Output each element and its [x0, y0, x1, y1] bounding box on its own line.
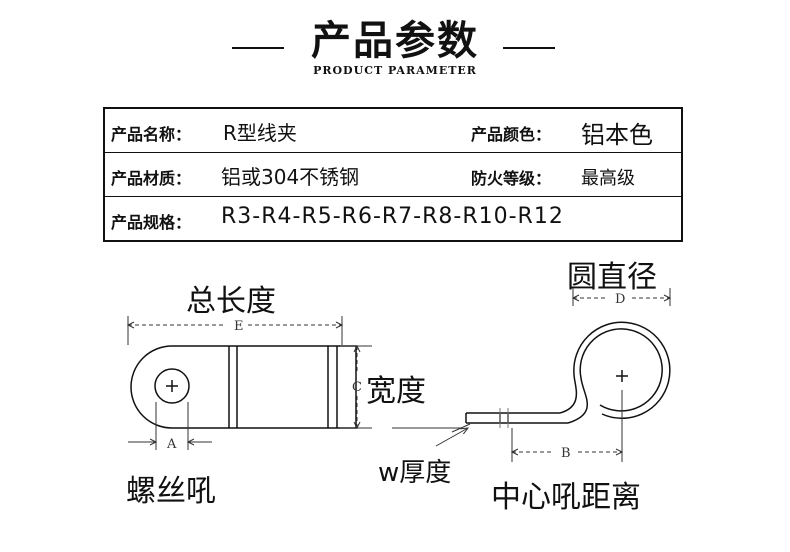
label-thickness: w厚度	[378, 458, 452, 488]
clamp-side-view	[465, 321, 671, 428]
page-subtitle: PRODUCT PARAMETER	[313, 64, 477, 77]
clamp-top-view	[130, 345, 357, 429]
dimension-a	[128, 402, 212, 450]
label-diameter: 圆直径	[567, 260, 657, 295]
letter-b: B	[561, 446, 571, 461]
title-line-right	[503, 47, 555, 49]
page-title: 产品参数	[311, 17, 479, 64]
clamp-diagram: E C A D B	[126, 288, 672, 462]
fire-value: 最高级	[581, 168, 635, 189]
dimension-b	[510, 390, 624, 462]
screw-hole-circle	[154, 368, 190, 404]
letter-c: C	[352, 380, 362, 395]
table-row: 产品材质： 铝或304不锈钢 防火等级： 最高级	[103, 152, 683, 197]
spec-value: R3-R4-R5-R6-R7-R8-R10-R12	[221, 204, 564, 229]
table-row: 产品名称： R型线夹 产品颜色： 铝本色	[103, 107, 683, 153]
label-center-distance: 中心吼距离	[491, 480, 641, 515]
parameter-table: 产品名称： R型线夹 产品颜色： 铝本色 产品材质： 铝或304不锈钢 防火等级…	[103, 107, 683, 242]
color-value: 铝本色	[581, 121, 653, 149]
name-value: R型线夹	[223, 121, 297, 145]
material-label: 产品材质：	[111, 169, 192, 188]
dimension-c	[340, 344, 372, 430]
dimension-w	[392, 423, 471, 447]
letter-d: D	[615, 292, 625, 307]
label-width: 宽度	[366, 374, 426, 409]
dimension-e	[126, 316, 344, 345]
label-total-length: 总长度	[186, 284, 276, 319]
spec-label: 产品规格：	[111, 213, 192, 232]
material-value: 铝或304不锈钢	[221, 165, 360, 189]
fire-label: 防火等级：	[471, 169, 552, 188]
table-row: 产品规格： R3-R4-R5-R6-R7-R8-R10-R12	[103, 196, 683, 242]
title-line-left	[232, 47, 284, 49]
letter-a: A	[166, 437, 177, 452]
color-label: 产品颜色：	[471, 125, 552, 144]
label-screw-hole: 螺丝吼	[126, 474, 216, 509]
letter-e: E	[234, 319, 244, 334]
dimension-d	[571, 288, 672, 306]
name-label: 产品名称：	[111, 125, 192, 144]
